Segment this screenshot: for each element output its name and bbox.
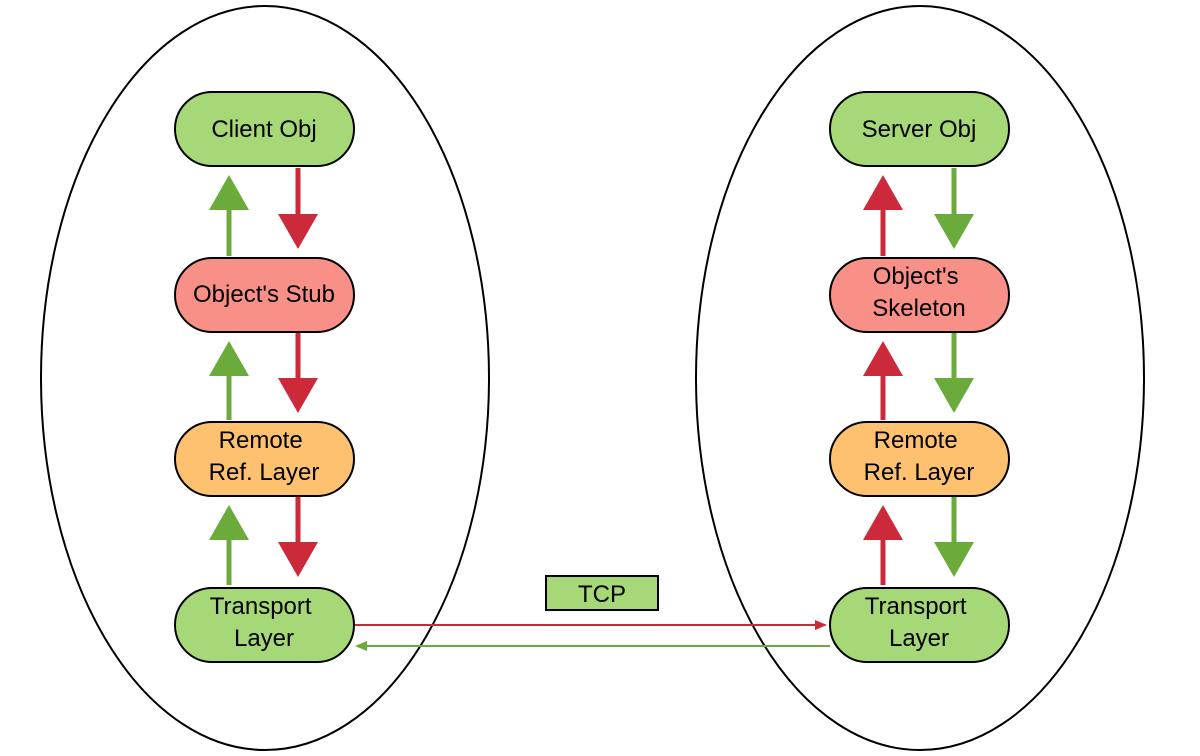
svg-text:Server Obj: Server Obj <box>862 116 977 143</box>
object-stub-label: Object's Stub <box>193 281 335 308</box>
svg-text:Object's Stub: Object's Stub <box>193 281 335 308</box>
client-obj-label: Client Obj <box>211 116 316 143</box>
client-remote-ref-label-line2: Ref. Layer <box>209 459 320 486</box>
client-transport-label-line1: Transport <box>210 593 312 620</box>
server-transport-label-line1: Transport <box>865 593 967 620</box>
svg-text:Object's Skeleton: Object's Skeleton <box>872 263 965 322</box>
server-remote-ref-label-line2: Ref. Layer <box>864 459 975 486</box>
svg-text:Transport Layer: Transport Layer <box>865 593 973 652</box>
client-obj-node: Client Obj <box>174 91 355 167</box>
server-remote-ref-node: Remote Ref. Layer <box>829 421 1010 497</box>
client-remote-ref-label-line1: Remote <box>219 427 303 454</box>
server-transport-node: Transport Layer <box>829 587 1010 663</box>
server-remote-ref-label-line1: Remote <box>874 427 958 454</box>
client-transport-node: Transport Layer <box>174 587 355 663</box>
server-obj-node: Server Obj <box>829 91 1010 167</box>
client-arrows <box>209 168 318 585</box>
object-skeleton-label-line2: Skeleton <box>872 295 965 322</box>
client-transport-label-line2: Layer <box>234 625 294 652</box>
tcp-label-box: TCP <box>545 575 659 611</box>
server-arrows <box>863 168 974 585</box>
svg-text:Client Obj: Client Obj <box>211 116 316 143</box>
svg-text:Remote Ref. Layer: Remote Ref. Layer <box>209 427 320 486</box>
server-transport-label-line2: Layer <box>889 625 949 652</box>
object-skeleton-label-line1: Object's <box>873 263 959 290</box>
svg-text:Remote Ref. Layer: Remote Ref. Layer <box>864 427 975 486</box>
client-remote-ref-node: Remote Ref. Layer <box>174 421 355 497</box>
object-skeleton-node: Object's Skeleton <box>829 257 1010 333</box>
server-jvm-boundary <box>695 5 1145 751</box>
tcp-label: TCP <box>578 581 626 608</box>
client-jvm-boundary <box>40 5 490 751</box>
server-obj-label: Server Obj <box>862 116 977 143</box>
object-stub-node: Object's Stub <box>174 257 355 333</box>
svg-text:Transport Layer: Transport Layer <box>210 593 318 652</box>
